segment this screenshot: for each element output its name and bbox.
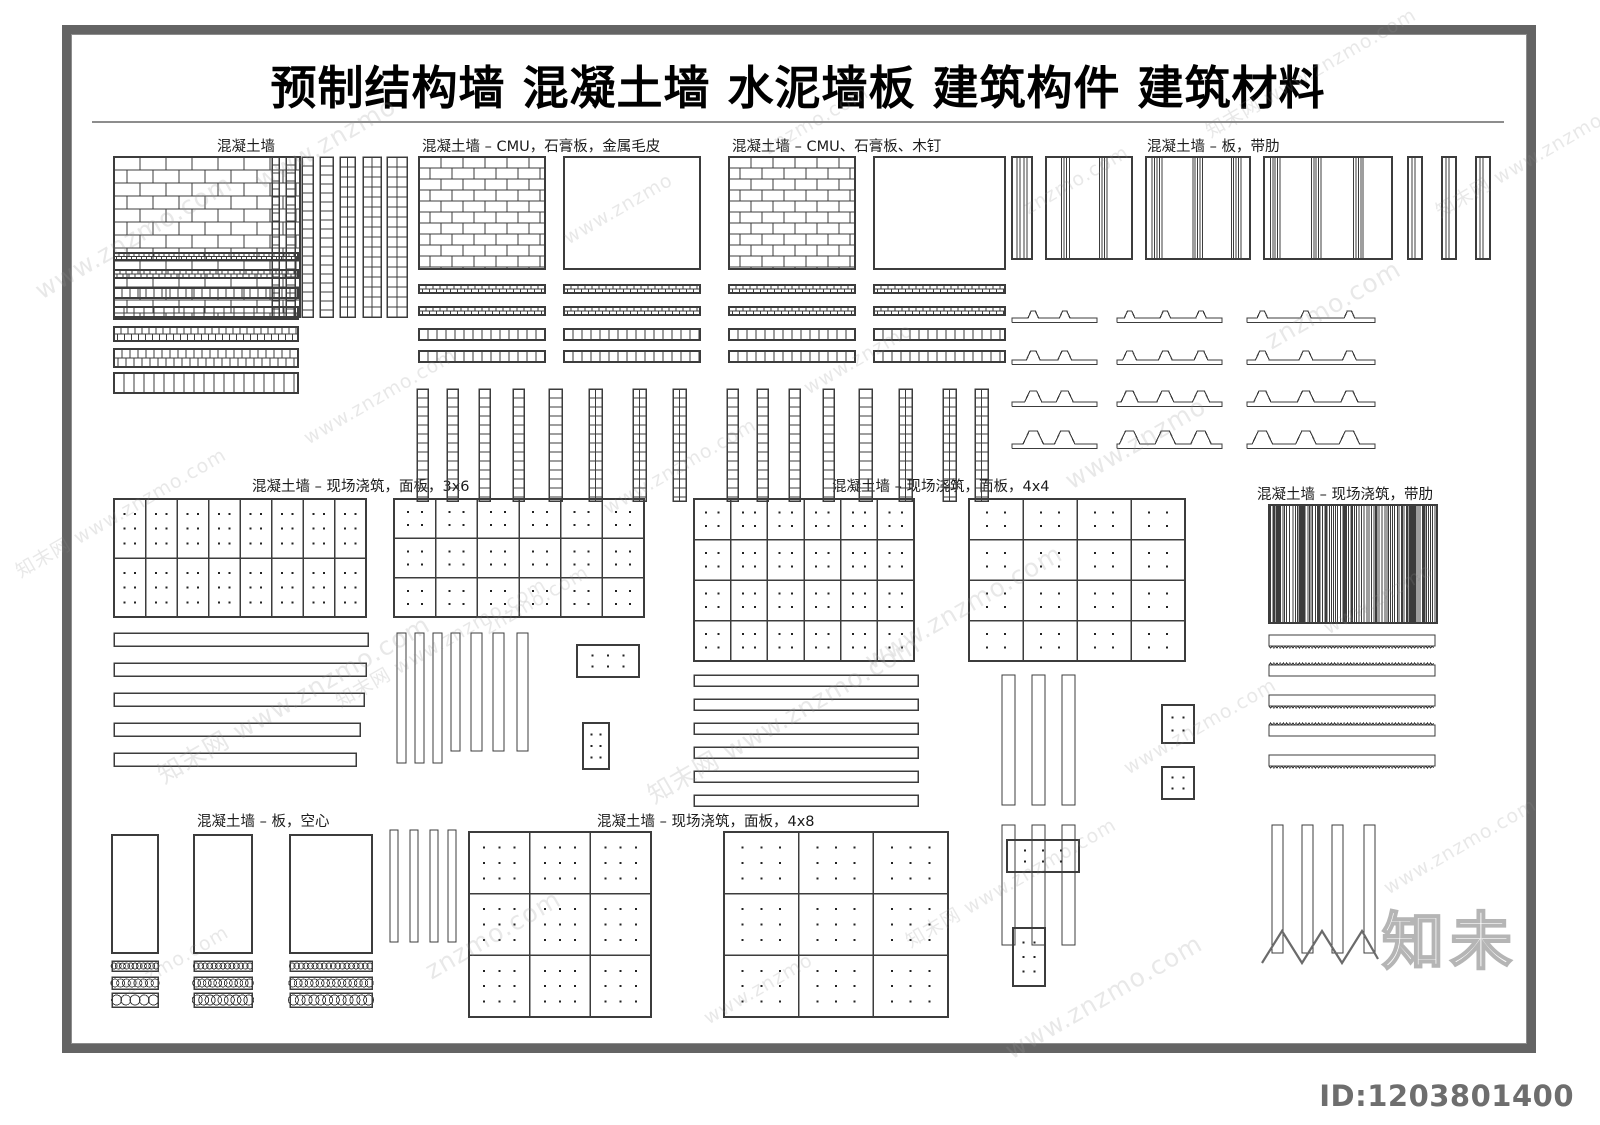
sheet-title-bar: 预制结构墙 混凝土墙 水泥墙板 建筑构件 建筑材料 — [92, 49, 1504, 123]
figure-cmu-woodnail-columns — [727, 387, 1007, 507]
figure-castinplace-4x8-grid-a — [467, 830, 655, 1020]
page-title: 预制结构墙 混凝土墙 水泥墙板 建筑构件 建筑材料 — [270, 52, 1325, 118]
drawing-sheet: 预制结构墙 混凝土墙 水泥墙板 建筑构件 建筑材料 混凝土墙 混凝土墙 – CM… — [62, 25, 1536, 1053]
figure-castinplace-3x6-bars — [112, 633, 372, 801]
figure-castinplace-4x4-bars — [692, 675, 922, 825]
figure-cmu-gypsum-metal-strips-left — [417, 285, 547, 375]
figure-cmu-woodnail-strips-left — [727, 285, 857, 375]
figure-castinplace-3x6-verticals — [397, 633, 537, 801]
caption-cmu-gypsum-metal: 混凝土墙 – CMU，石膏板，金属毛皮 — [422, 135, 660, 156]
figure-cmu-woodnail-blank-panel — [872, 155, 1007, 275]
figure-castinplace-3x6-grid-a — [112, 497, 370, 620]
figure-castinplace-3x6-small-tiles — [577, 645, 647, 815]
figure-castinplace-ribbed-field — [1267, 503, 1439, 625]
figure-cmu-gypsum-metal-brickfield — [417, 155, 547, 275]
drawing-id-label: ID:1203801400 — [1319, 1079, 1574, 1113]
figure-cmu-gypsum-metal-columns — [417, 387, 707, 507]
brand-watermark: 知未 — [1382, 891, 1518, 981]
figure-cmu-woodnail-strips-right — [872, 285, 1007, 375]
figure-panel-hollow-verticals — [390, 830, 460, 945]
figure-panel-hollow-slabs — [112, 835, 382, 1020]
caption-concrete-wall: 混凝土墙 — [217, 135, 275, 156]
figure-cmu-gypsum-metal-blank-panel — [562, 155, 702, 275]
caption-castinplace-ribbed: 混凝土墙 – 现场浇筑，带肋 — [1257, 483, 1433, 504]
figure-panel-ribbed-profiles — [1012, 300, 1412, 480]
figure-concrete-wall-strips — [112, 253, 302, 438]
figure-cmu-woodnail-brickfield — [727, 155, 857, 275]
caption-cmu-gypsum-woodnail: 混凝土墙 – CMU、石膏板、木钉 — [732, 135, 941, 156]
figure-castinplace-4x8-grid-b — [722, 830, 952, 1020]
figure-castinplace-ribbed-strips — [1267, 635, 1439, 785]
figure-castinplace-4x4-grid-b — [967, 497, 1189, 664]
figure-castinplace-4x4-grid-a — [692, 497, 918, 664]
sheet-inner-border: 预制结构墙 混凝土墙 水泥墙板 建筑构件 建筑材料 混凝土墙 混凝土墙 – CM… — [71, 34, 1527, 1044]
figure-cmu-gypsum-metal-strips-right — [562, 285, 702, 375]
figure-castinplace-3x6-grid-b — [392, 497, 648, 620]
figure-castinplace-ribbed-verticals — [1272, 825, 1392, 955]
caption-panel-hollow: 混凝土墙 – 板，空心 — [197, 810, 329, 831]
caption-panel-ribbed: 混凝土墙 – 板，带肋 — [1147, 135, 1279, 156]
figure-panel-ribbed-sections — [1012, 155, 1502, 265]
figure-castinplace-4x8-small-tiles — [1007, 840, 1097, 1020]
figure-castinplace-4x4-small-tiles — [1162, 705, 1232, 835]
